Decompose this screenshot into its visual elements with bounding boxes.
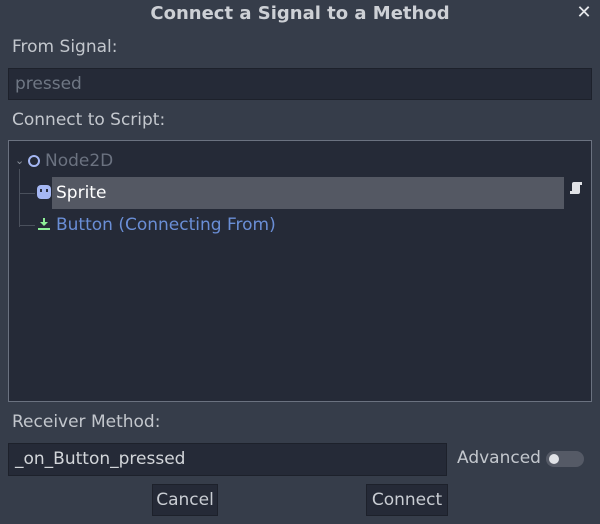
- advanced-toggle[interactable]: [546, 451, 584, 467]
- scene-tree[interactable]: ⌄ Node2D Sprite Button (Connecting From): [8, 140, 592, 402]
- chevron-down-icon[interactable]: ⌄: [15, 154, 25, 167]
- advanced-label: Advanced: [457, 448, 541, 468]
- tree-item-label: Sprite: [56, 183, 107, 203]
- dialog-title: Connect a Signal to a Method: [150, 3, 450, 24]
- node2d-ring-icon: [28, 155, 40, 167]
- connect-to-script-label: Connect to Script:: [12, 110, 166, 130]
- tree-item-button-label[interactable]: Button (Connecting From): [56, 215, 276, 235]
- cancel-button[interactable]: Cancel: [152, 484, 218, 516]
- from-signal-label: From Signal:: [12, 37, 118, 57]
- tree-line: [19, 193, 35, 194]
- receiver-method-label: Receiver Method:: [12, 412, 161, 432]
- tree-item-node2d[interactable]: ⌄ Node2D: [15, 145, 575, 177]
- close-icon[interactable]: ✕: [576, 2, 592, 23]
- tree-line: [19, 225, 35, 226]
- button-icon: [38, 218, 50, 230]
- tree-item-sprite[interactable]: [52, 177, 564, 209]
- connect-button[interactable]: Connect: [366, 484, 448, 516]
- tree-line: [19, 169, 20, 227]
- receiver-method-input[interactable]: _on_Button_pressed: [8, 443, 447, 476]
- sprite-icon: [37, 185, 51, 199]
- tree-item-label: Node2D: [45, 151, 114, 171]
- toggle-knob: [549, 454, 559, 464]
- script-icon[interactable]: [569, 181, 583, 195]
- from-signal-field[interactable]: pressed: [8, 68, 592, 100]
